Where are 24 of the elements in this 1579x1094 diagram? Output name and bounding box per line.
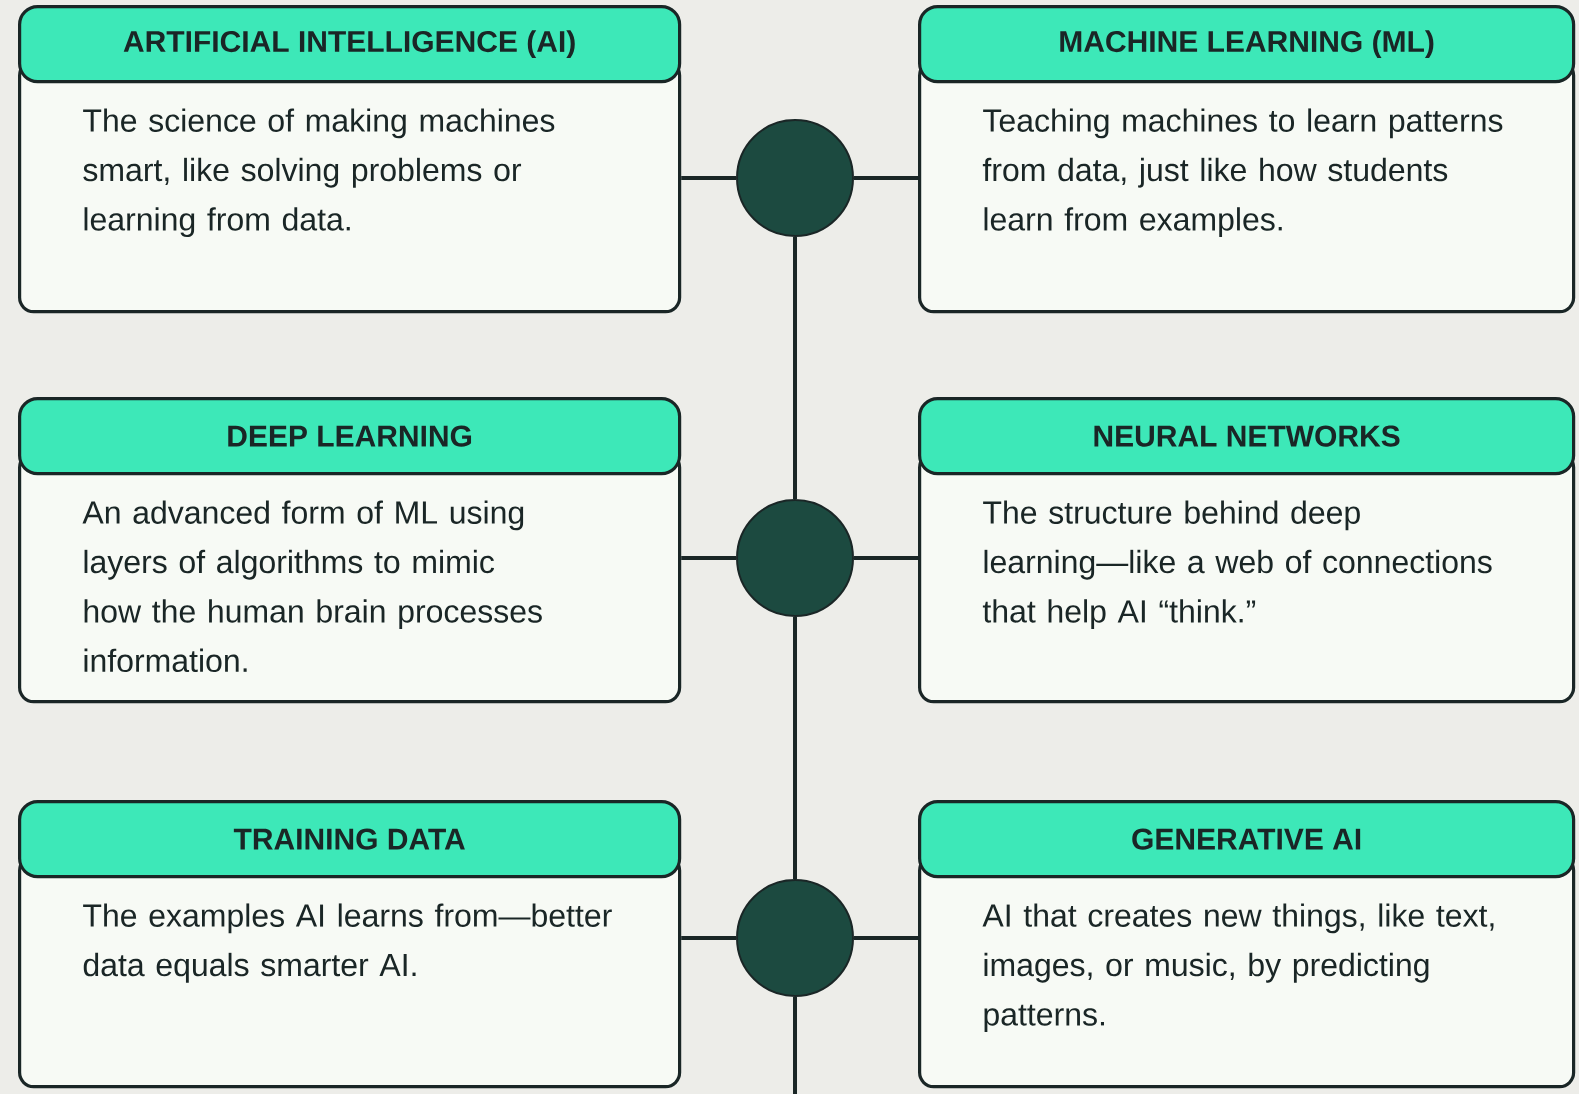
card-body: An advanced form of ML using layers of algorithms to mimic how the human brain processes information. [18, 452, 682, 704]
card-body: The science of making machines smart, like solving problems or learning from data. [18, 60, 682, 314]
card-body: Teaching machines to learn patterns from data, just like how students learn from examples. [918, 60, 1576, 314]
card-body: The structure behind deep learning—like a web of connections that help AI “think.” [918, 452, 1576, 704]
connector-line [793, 997, 797, 1094]
connector-line [854, 556, 918, 560]
timeline-dot [736, 119, 854, 237]
connector-line [793, 237, 797, 499]
connector-line [681, 176, 736, 180]
card-header: TRAINING DATA [18, 800, 682, 879]
card-header: DEEP LEARNING [18, 397, 682, 476]
connector-line [793, 617, 797, 879]
card-body: AI that creates new things, like text, images, or music, by predicting patterns. [918, 855, 1576, 1089]
connector-line [681, 556, 736, 560]
connector-line [681, 936, 736, 940]
connector-line [854, 936, 918, 940]
card-header: GENERATIVE AI [918, 800, 1576, 879]
timeline-dot [736, 499, 854, 617]
card-header: ARTIFICIAL INTELLIGENCE (AI) [18, 5, 682, 84]
card-header: NEURAL NETWORKS [918, 397, 1576, 476]
connector-line [854, 176, 918, 180]
card-header: MACHINE LEARNING (ML) [918, 5, 1576, 84]
timeline-dot [736, 879, 854, 997]
card-body: The examples AI learns from—better data equals smarter AI. [18, 855, 682, 1089]
